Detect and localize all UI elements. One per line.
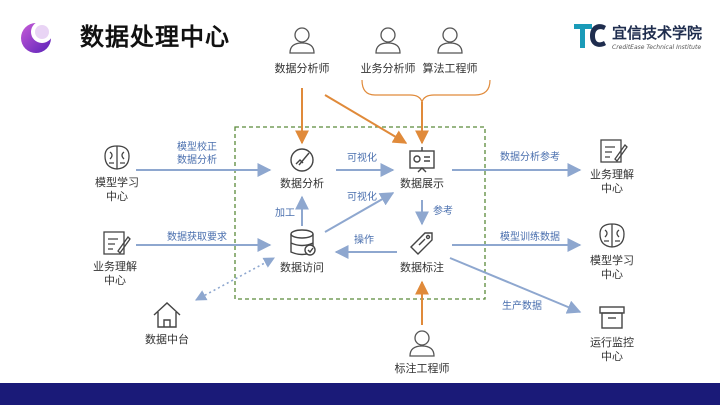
brand-name: 宜信技术学院 [612, 24, 703, 42]
presentation-board-icon [409, 147, 435, 173]
brand-subtitle: CreditEase Technical Institute [612, 44, 702, 51]
tablet-pen-icon-right [600, 139, 628, 163]
edge-reference: 参考 [433, 206, 453, 217]
node-model-learning-right: 模型学习 中心 [590, 254, 634, 281]
home-icon [153, 302, 181, 328]
edge-visualize-top: 可视化 [347, 153, 377, 164]
node-ops-monitor: 运行监控 中心 [590, 336, 634, 363]
role-labeling-engineer: 标注工程师 [394, 362, 450, 375]
edge-operation: 操作 [354, 235, 374, 246]
edge-production: 生产数据 [502, 301, 542, 312]
role-analyst: 数据分析师 [274, 62, 330, 75]
node-analysis: 数据分析 [280, 177, 324, 190]
node-business-left: 业务理解 中心 [93, 260, 137, 287]
brain-icon-right [599, 223, 625, 248]
node-business-right: 业务理解 中心 [590, 168, 634, 195]
edge-analysis-reference: 数据分析参考 [500, 152, 560, 163]
arrow-analyst-to-display [324, 94, 408, 144]
brain-icon-left [104, 145, 130, 170]
node-display: 数据展示 [400, 177, 444, 190]
person-icon-business-analyst [375, 27, 401, 54]
person-icon-algorithm-engineer [437, 27, 463, 54]
node-labeling: 数据标注 [400, 261, 444, 274]
node-model-learning-left: 模型学习 中心 [95, 176, 139, 203]
gauge-icon [290, 148, 314, 172]
processing-box [234, 126, 486, 300]
edge-model-check: 模型校正 数据分析 [177, 142, 217, 166]
tag-icon [410, 232, 433, 255]
arrow-labeling-to-ops [449, 257, 582, 314]
role-business-analyst: 业务分析师 [360, 62, 416, 75]
circle-logo-icon [21, 21, 53, 53]
brand: 宜信技术学院 CreditEase Technical Institute [572, 20, 702, 54]
edge-data-request: 数据获取要求 [167, 232, 227, 243]
tablet-pen-icon-left [103, 231, 131, 255]
archive-box-icon [599, 306, 625, 329]
tc-logo-icon [574, 24, 606, 48]
arrow-platform-access [195, 257, 275, 301]
database-icon [290, 229, 316, 256]
logo-mark [16, 14, 60, 58]
role-algorithm-engineer: 算法工程师 [422, 62, 478, 75]
node-access: 数据访问 [280, 261, 324, 274]
roles-bracket [361, 79, 491, 105]
person-icon-analyst [289, 27, 315, 54]
footer-bar [0, 383, 720, 405]
arrow-access-to-display [324, 192, 395, 233]
edge-model-train: 模型训练数据 [500, 232, 560, 243]
edge-visualize-mid: 可视化 [347, 192, 377, 203]
node-data-platform: 数据中台 [145, 333, 189, 346]
person-icon-labeling-engineer [409, 330, 435, 357]
page-title: 数据处理中心 [80, 23, 230, 51]
edge-process: 加工 [275, 208, 295, 219]
